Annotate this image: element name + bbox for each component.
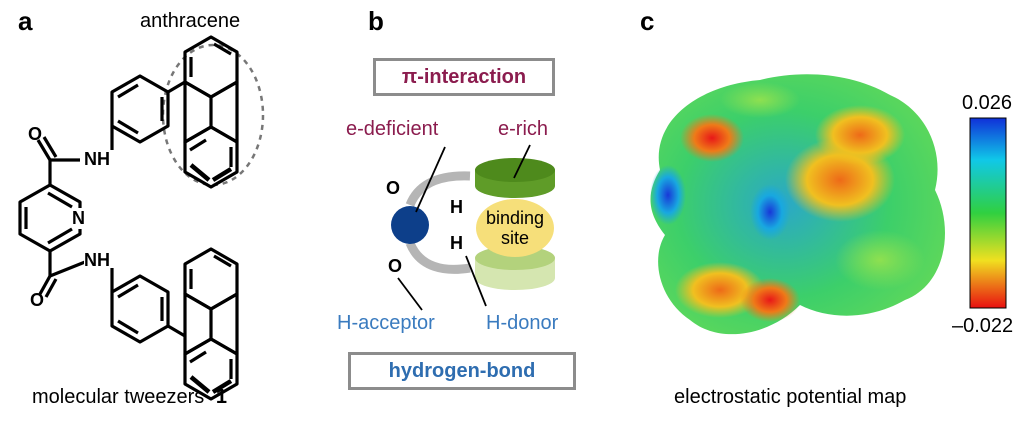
- panel-b-letter: b: [368, 6, 384, 36]
- esp-molecule: [650, 74, 945, 335]
- hydrogen-bond-box: hydrogen-bond: [348, 352, 576, 390]
- binding-site-line-2: site: [500, 228, 529, 248]
- pi-interaction-box: π-interaction: [373, 58, 555, 96]
- binding-site-label: binding site: [476, 208, 554, 248]
- color-scale-bar: [969, 117, 1007, 309]
- atom-h-upper: H: [450, 197, 463, 217]
- h-acceptor-label: H-acceptor: [337, 312, 435, 334]
- atom-h-lower: H: [450, 233, 463, 253]
- e-deficient-label: e-deficient: [346, 118, 439, 140]
- top-aromatic-disk: [475, 158, 555, 198]
- panel-a-letter: a: [18, 6, 33, 36]
- atom-o-upper: O: [386, 178, 401, 198]
- e-rich-label: e-rich: [498, 118, 549, 140]
- scale-min-label: –0.022: [952, 315, 1014, 337]
- atom-nh-top: NH: [84, 149, 110, 170]
- h-donor-label: H-donor: [486, 312, 559, 334]
- binding-site-line-1: binding: [485, 208, 545, 228]
- tweezers-caption: molecular tweezers 1: [32, 386, 227, 409]
- atom-nh-bottom: NH: [84, 250, 110, 271]
- scale-max-label: 0.026: [962, 92, 1013, 114]
- tweezers-caption-text: molecular tweezers: [32, 386, 205, 408]
- esp-caption: electrostatic potential map: [674, 386, 907, 408]
- atom-o-bottom: O: [30, 290, 45, 310]
- anthracene-label: anthracene: [140, 10, 241, 32]
- panel-c-letter: c: [640, 6, 655, 36]
- atom-o-top: O: [28, 124, 43, 144]
- tweezers-caption-number: 1: [215, 386, 227, 408]
- binding-site-ellipse: [476, 199, 554, 257]
- atom-o-lower: O: [388, 256, 403, 276]
- e-deficient-atom: [391, 206, 429, 244]
- atom-n-pyridine: N: [72, 208, 85, 229]
